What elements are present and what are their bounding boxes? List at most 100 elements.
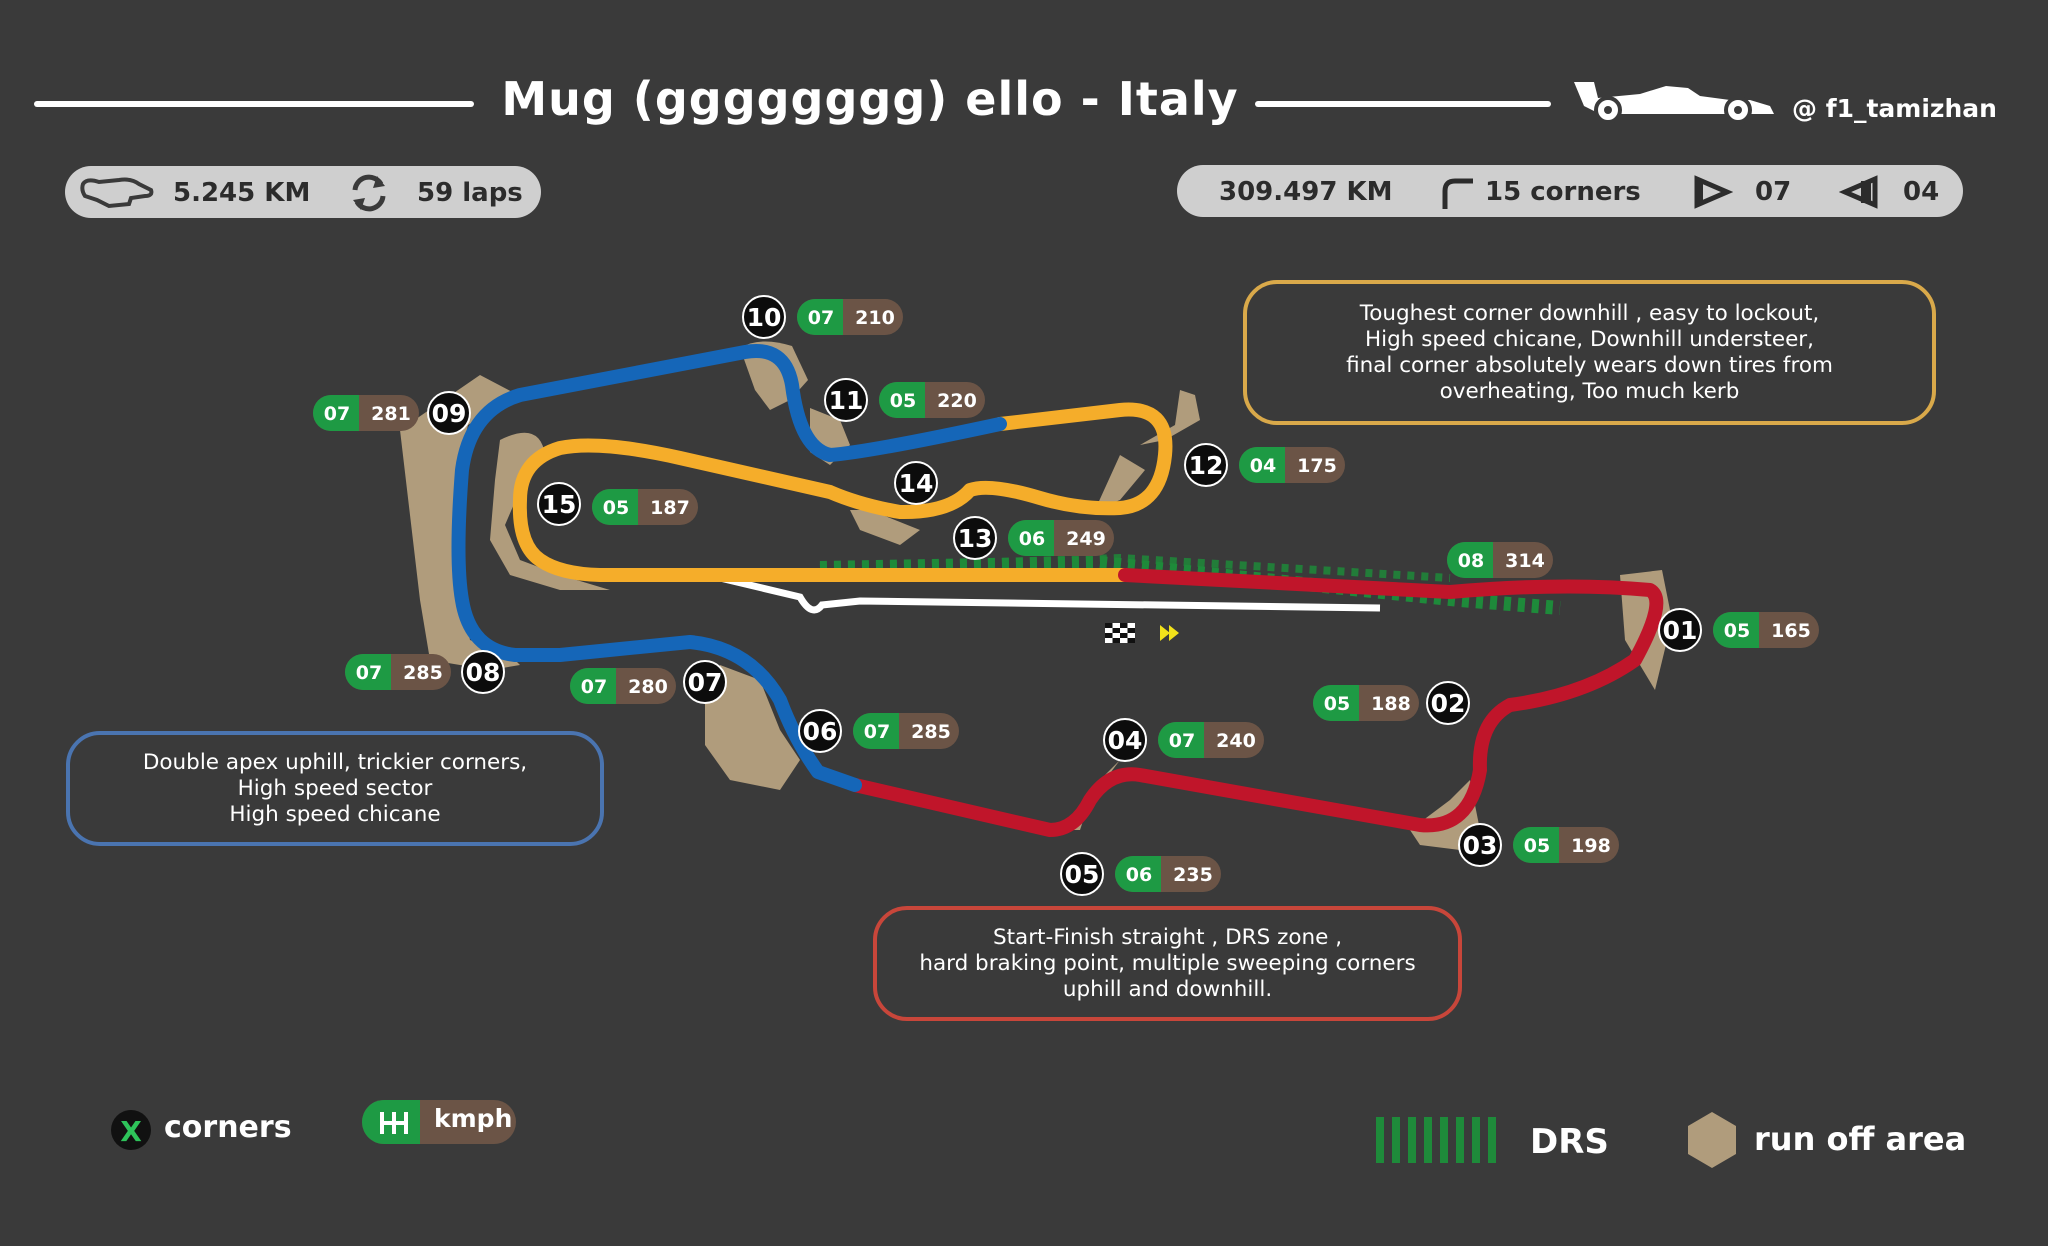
speed-value: 281: [371, 403, 411, 425]
corner-badge-10: 07 210: [797, 299, 903, 335]
runoff-legend-icon: [1688, 1112, 1736, 1168]
corner-count: 15 corners: [1485, 177, 1641, 207]
corner-legend-icon: X: [111, 1110, 151, 1150]
corner-circle: [461, 650, 505, 694]
speed-value: 285: [403, 662, 443, 684]
gear-badge-bg: [1513, 827, 1559, 863]
gear-badge-bg: [345, 654, 391, 690]
page-title: Mug (gggggggg) ello - Italy: [501, 72, 1239, 126]
track-outline-icon: [80, 177, 154, 209]
gear-badge-bg: [1713, 612, 1759, 648]
corner-badge-02: 05 188: [1313, 685, 1419, 721]
corner-circle: [427, 391, 471, 435]
corner-circle: [824, 378, 868, 422]
corner-marker-02: 02: [1426, 681, 1470, 725]
corner-number: 07: [688, 668, 723, 697]
gear-badge-bg: [313, 395, 359, 431]
note-sector3: Toughest corner downhill , easy to locko…: [1243, 280, 1936, 425]
speed-value: 188: [1371, 693, 1411, 715]
gear-value: 07: [864, 721, 890, 743]
corner-number: 01: [1663, 616, 1698, 645]
corner-marker-07: 07: [683, 660, 727, 704]
corner-number: 12: [1189, 451, 1224, 480]
kmph-legend-label: kmph: [434, 1104, 513, 1133]
corner-number: 02: [1431, 689, 1466, 718]
gear-value: 06: [1019, 528, 1045, 550]
corner-number: 05: [1065, 860, 1100, 889]
gear-value: 06: [1126, 864, 1152, 886]
race-distance: 309.497 KM: [1219, 177, 1393, 207]
drs-legend-label: DRS: [1530, 1122, 1609, 1162]
gear-badge-bg: [1115, 856, 1161, 892]
corner-circle: [1103, 718, 1147, 762]
speed-value: 220: [937, 390, 977, 412]
corner-circle: [1060, 852, 1104, 896]
corner-marker-09: 09: [427, 391, 471, 435]
speed-value: 175: [1297, 455, 1337, 477]
header-line-left: [34, 101, 474, 107]
corner-circle: [1426, 681, 1470, 725]
corner-badge-09: 07 281: [313, 395, 419, 431]
gear-value: 07: [356, 662, 382, 684]
gearbox-icon: [380, 1112, 408, 1134]
checkered-flag-icon: [1105, 623, 1135, 643]
corner-badge-07: 07 280: [570, 668, 676, 704]
corner-marker-12: 12: [1184, 443, 1228, 487]
f1-car-icon: [1574, 82, 1774, 124]
author-handle: @ f1_tamizhan: [1792, 94, 1997, 123]
corner-marker-15: 15: [537, 482, 581, 526]
track-length: 5.245 KM: [173, 178, 311, 208]
min-gear: 04: [1903, 177, 1940, 207]
track-sector-2: [451, 344, 1007, 792]
track-stats-pill: 5.245 KM 59 laps: [65, 166, 541, 218]
speed-value: 314: [1505, 550, 1545, 572]
corner-number: 08: [466, 658, 501, 687]
speed-value: 165: [1771, 620, 1811, 642]
corners-legend-label: corners: [164, 1110, 292, 1145]
gear-badge-bg: [797, 299, 843, 335]
corner-circle: [1658, 608, 1702, 652]
corner-circle: [1458, 823, 1502, 867]
corner-circle: [894, 461, 938, 505]
speed-value: 285: [911, 721, 951, 743]
track-sector-3: [512, 402, 1173, 582]
corner-number: 13: [958, 524, 993, 553]
pit-lane: [719, 574, 1381, 614]
straight-speed-badge: 08 314: [1447, 542, 1553, 578]
corner-circle: [537, 482, 581, 526]
corner-marker-08: 08: [461, 650, 505, 694]
corner-number: 06: [803, 717, 838, 746]
corner-marker-04: 04: [1103, 718, 1147, 762]
corner-marker-03: 03: [1458, 823, 1502, 867]
gear-value: 08: [1458, 550, 1484, 572]
corner-marker-14: 14: [894, 461, 938, 505]
gear-badge-bg: [1008, 520, 1054, 556]
kmph-legend-badge: [362, 1100, 516, 1144]
speed-value: 249: [1066, 528, 1106, 550]
corner-number: 11: [829, 386, 864, 415]
corner-marker-06: 06: [798, 709, 842, 753]
drs-legend-icon: [1376, 1117, 1496, 1163]
corner-number: 10: [747, 303, 782, 332]
corner-badge-12: 04 175: [1239, 447, 1345, 483]
track-sector-1: [848, 568, 1664, 837]
race-stats-pill: 309.497 KM 15 corners 07 04: [1177, 165, 1963, 217]
gear-value: 04: [1250, 455, 1276, 477]
gear-badge-bg: [592, 489, 638, 525]
gear-badge-bg: [879, 382, 925, 418]
speed-value: 210: [855, 307, 895, 329]
gear-value: 07: [324, 403, 350, 425]
gear-value: 07: [581, 676, 607, 698]
gear-value: 05: [1324, 693, 1350, 715]
gear-value: 07: [808, 307, 834, 329]
max-gear: 07: [1755, 177, 1792, 207]
speed-value: 280: [628, 676, 668, 698]
drs-zone-upper: [819, 553, 1451, 582]
gear-down-icon: [1839, 175, 1878, 209]
